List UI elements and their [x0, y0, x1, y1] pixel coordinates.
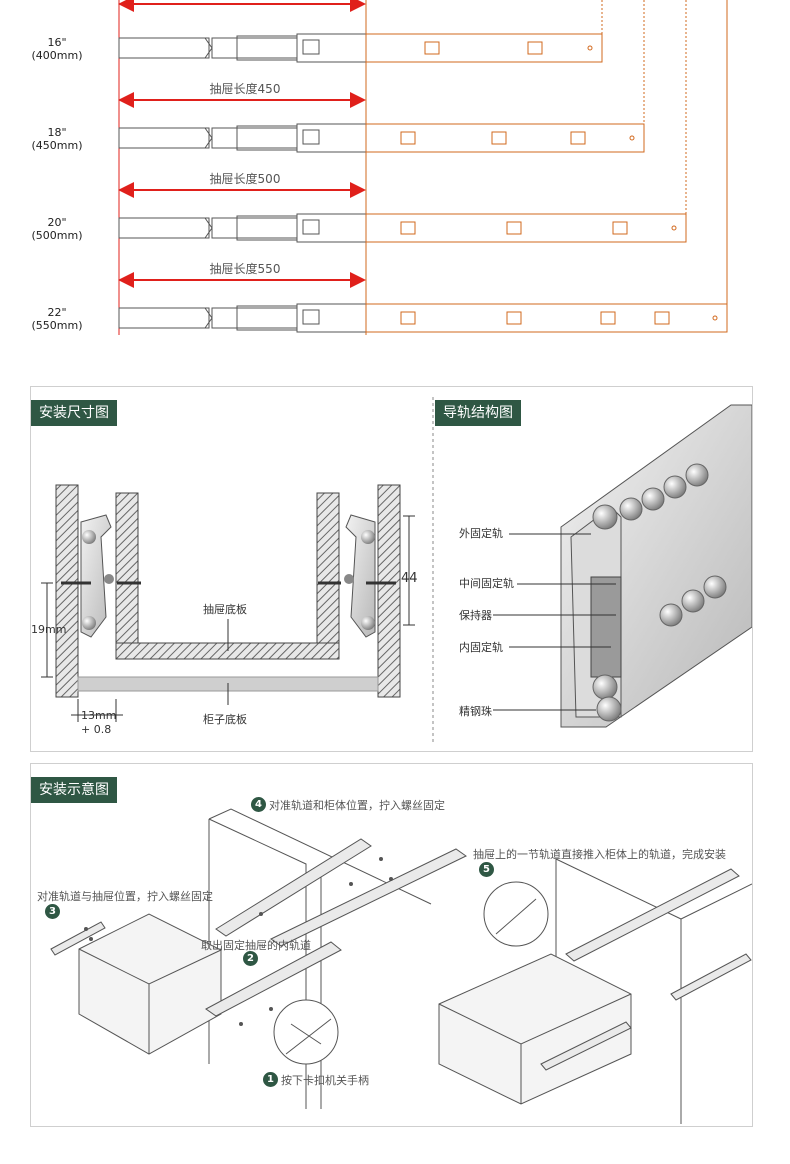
size-inch: 18"	[47, 126, 67, 139]
rail-row-20	[118, 213, 687, 243]
size-inch: 16"	[47, 36, 67, 49]
install-size-drawing	[41, 484, 415, 722]
step-2-text: 取出固定抽屉的内轨道	[201, 939, 311, 952]
step-2-badge: 2	[243, 951, 258, 966]
step-3-badge: 3	[45, 904, 60, 919]
size-mm: (400mm)	[31, 49, 83, 62]
step-1-badge: 1	[263, 1072, 278, 1087]
cabinet-bottom-label: 柜子底板	[203, 713, 247, 726]
outer-rail-label: 外固定轨	[459, 527, 503, 540]
rail-row-22	[118, 303, 728, 333]
retainer-label: 保持器	[459, 609, 492, 622]
dimension-panel: 安装尺寸图 导轨结构图 44 19mm 13mm + 0.8 抽屉底板 柜子底板…	[30, 386, 753, 752]
dimension-diagrams	[41, 397, 752, 742]
size-mm: (500mm)	[31, 229, 83, 242]
install-steps-panel: 安装示意图 4 对准轨道和柜体位置，拧入螺丝固定 抽屉上的一节轨道直接推入柜体上…	[30, 763, 753, 1127]
install-size-title: 安装尺寸图	[31, 400, 117, 426]
step-1-text: 按下卡扣机关手柄	[281, 1074, 369, 1087]
step-4-text: 对准轨道和柜体位置，拧入螺丝固定	[269, 799, 445, 812]
inner-rail-label: 内固定轨	[459, 641, 503, 654]
size-mm: (550mm)	[31, 319, 83, 332]
size-inch: 22"	[47, 306, 67, 319]
size-label-22: 22" (550mm)	[22, 306, 92, 332]
install-steps-title: 安装示意图	[31, 777, 117, 803]
step-4-badge: 4	[251, 797, 266, 812]
middle-rail-label: 中间固定轨	[459, 577, 514, 590]
size-inch: 20"	[47, 216, 67, 229]
install-steps-drawing	[50, 808, 752, 1124]
dim-tolerance: + 0.8	[81, 723, 112, 736]
step-5-badge: 5	[479, 862, 494, 877]
step-5-text: 抽屉上的一节轨道直接推入柜体上的轨道，完成安装	[473, 848, 726, 861]
dim-44: 44	[401, 571, 418, 586]
rail-length-chart	[118, 0, 728, 335]
drawer-length-500: 抽屉长度500	[200, 170, 290, 187]
size-mm: (450mm)	[31, 139, 83, 152]
drawer-bottom-label: 抽屉底板	[203, 603, 247, 616]
step-3-text: 对准轨道与抽屉位置，拧入螺丝固定	[37, 890, 213, 903]
size-label-20: 20" (500mm)	[22, 216, 92, 242]
rail-structure-drawing	[493, 404, 752, 728]
size-label-18: 18" (450mm)	[22, 126, 92, 152]
steel-ball-label: 精钢珠	[459, 705, 492, 718]
rail-row-16	[118, 33, 603, 63]
drawer-length-550: 抽屉长度550	[200, 260, 290, 277]
size-label-16: 16" (400mm)	[22, 36, 92, 62]
dim-19mm: 19mm	[31, 623, 67, 636]
rail-structure-title: 导轨结构图	[435, 400, 521, 426]
dim-13mm: 13mm	[81, 709, 117, 722]
drawer-length-450: 抽屉长度450	[200, 80, 290, 97]
rail-row-18	[118, 123, 645, 153]
